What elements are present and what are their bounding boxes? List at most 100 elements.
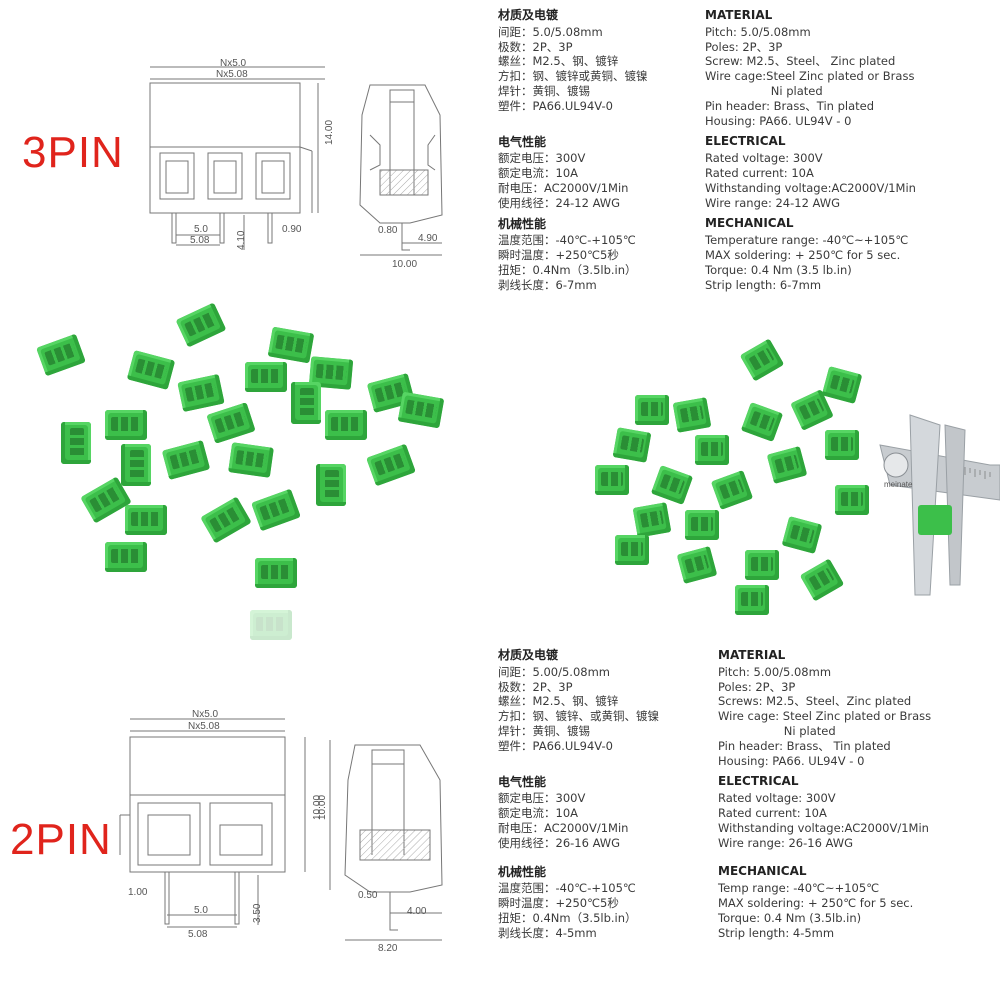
spec-line: 剥线长度：6-7mm (498, 277, 597, 292)
spec-line: Poles: 2P、3P (705, 39, 783, 54)
spec-line: Rated current: 10A (718, 805, 827, 820)
terminal-block (206, 402, 256, 444)
spec-line: Pin header: Brass、 Tin plated (718, 738, 891, 753)
2pin-dim-sidew1: 4.00 (407, 906, 427, 917)
2pin-dim-height: 10.00 (312, 795, 323, 820)
3pin-label: 3PIN (22, 128, 124, 177)
2pin-dim-sidew2: 8.20 (378, 943, 398, 954)
terminal-block (835, 485, 869, 515)
spec-line: 扭矩：0.4Nm（3.5lb.in） (498, 262, 637, 277)
spec-line: Withstanding voltage:AC2000V/1Min (718, 820, 929, 835)
terminal-block (695, 435, 729, 465)
spec-line: MAX soldering: + 250℃ for 5 sec. (705, 247, 901, 262)
spec-line: 塑件：PA66.UL94V-0 (498, 738, 613, 753)
spec-line: 使用线径：24-12 AWG (498, 195, 621, 210)
2pin-dim-pinlen: 3.50 (252, 903, 263, 923)
2pin-dim-top1: Nx5.0 (192, 709, 219, 720)
terminal-block (740, 402, 784, 442)
3pin-en-electrical-heading: ELECTRICAL (705, 134, 786, 149)
terminal-block (766, 446, 808, 484)
spec-line: 间距：5.00/5.08mm (498, 664, 610, 679)
3pin-dim-sidepin: 0.80 (378, 225, 398, 236)
3pin-dim-sidew2: 10.00 (392, 259, 417, 270)
spec-line: 间距：5.0/5.08mm (498, 24, 603, 39)
3pin-en-mechanical-heading: MECHANICAL (705, 216, 794, 231)
3pin-terminals-photo (36, 300, 470, 640)
terminal-block (36, 333, 86, 377)
spec-line: 极数：2P、3P (498, 39, 573, 54)
3pin-dim-pitch2: 5.08 (190, 235, 210, 246)
terminal-block (125, 505, 167, 535)
terminal-block (632, 502, 672, 538)
spec-line: 额定电压：300V (498, 791, 586, 806)
2pin-front-drawing: Nx5.0 Nx5.08 10.00 1.00 5.0 5.08 3.50 (119, 709, 323, 940)
terminal-block (251, 488, 301, 532)
terminal-block (61, 422, 91, 464)
spec-line: 温度范围：-40℃-+105℃ (498, 881, 636, 896)
spec-line: 瞬时温度：+250℃5秒 (498, 248, 619, 263)
spec-line: Screw: M2.5、Steel、 Zinc plated (705, 54, 896, 69)
spec-line: Poles: 2P、3P (718, 679, 796, 694)
spec-line: Wire cage:Steel Zinc plated or Brass (705, 69, 915, 84)
3pin-side-drawing: 0.80 4.90 10.00 (359, 84, 443, 270)
3pin-spec-en: MATERIAL Pitch: 5.0/5.08mm Poles: 2P、3P … (705, 8, 916, 292)
spec-line: 方扣：钢、镀锌或黄铜、镀镍 (498, 69, 648, 84)
terminal-block (228, 442, 274, 478)
2pin-spec-en: MATERIAL Pitch: 5.00/5.08mm Poles: 2P、3P… (718, 648, 931, 940)
terminal-block (255, 558, 297, 588)
terminal-block (745, 550, 779, 580)
terminal-block (672, 397, 712, 433)
spec-line: Pitch: 5.0/5.08mm (705, 24, 811, 39)
terminal-block (735, 585, 769, 615)
2pin-en-mechanical-heading: MECHANICAL (718, 864, 807, 879)
terminal-block (175, 302, 227, 348)
spec-line: 焊针：黄铜、镀锡 (498, 723, 590, 738)
spec-line: Housing: PA66. UL94V - 0 (705, 113, 852, 128)
spec-line: Strip length: 4-5mm (718, 925, 835, 940)
terminal-block (799, 558, 845, 602)
2pin-dim-pitch2: 5.08 (188, 929, 208, 940)
spec-line: Torque: 0.4 Nm (3.5lb.in) (718, 910, 862, 925)
spec-line: Pin header: Brass、Tin plated (705, 98, 875, 113)
spec-line: Rated voltage: 300V (718, 791, 836, 806)
3pin-dim-top2: Nx5.08 (216, 69, 248, 80)
3pin-dim-offset: 0.90 (282, 224, 302, 235)
2pin-cn-material-heading: 材质及电镀 (498, 648, 559, 662)
terminal-block (105, 410, 147, 440)
terminal-block (126, 350, 176, 390)
terminal-block (612, 427, 652, 463)
spec-line: Ni plated (705, 83, 823, 98)
2pin-cn-mechanical-heading: 机械性能 (498, 864, 547, 879)
spec-line: 额定电压：300V (498, 151, 586, 166)
3pin-dim-sidew1: 4.90 (418, 233, 438, 244)
3pin-dim-pitch1: 5.0 (194, 224, 208, 235)
spec-line: 耐电压：AC2000V/1Min (498, 820, 629, 835)
2pin-side-drawing: 10.00 0.50 4.00 8.20 (317, 740, 443, 954)
spec-line: Rated voltage: 300V (705, 151, 823, 166)
spec-line: 扭矩：0.4Nm（3.5lb.in） (498, 910, 637, 925)
caliper: meinate (879, 414, 1000, 596)
spec-line: Strip length: 6-7mm (705, 277, 822, 292)
spec-line: Rated current: 10A (705, 165, 814, 180)
spec-line: 额定电流：10A (498, 166, 578, 181)
spec-line: 焊针：黄铜、镀锡 (498, 83, 590, 98)
spec-line: Wire range: 24-12 AWG (705, 195, 841, 210)
spec-line: Torque: 0.4 Nm (3.5 lb.in) (705, 262, 852, 277)
3pin-front-drawing: Nx5.0 Nx5.08 14.00 5.0 5.08 4.10 0.90 (149, 58, 335, 250)
spec-line: 螺丝：M2.5、钢、镀锌 (498, 694, 619, 709)
terminal-block (595, 465, 629, 495)
terminal-block (325, 410, 367, 440)
terminal-block (105, 542, 147, 572)
terminal-block (781, 516, 823, 554)
spec-line: Temp range: -40℃~+105℃ (718, 881, 880, 896)
spec-line: Ni plated (718, 723, 836, 738)
terminal-block (650, 465, 694, 505)
2pin-label: 2PIN (10, 815, 112, 864)
terminal-block (397, 391, 445, 429)
3pin-dim-top1: Nx5.0 (220, 58, 247, 69)
terminal-block (821, 366, 863, 404)
spec-line: Pitch: 5.00/5.08mm (718, 664, 832, 679)
spec-line: 使用线径：26-16 AWG (498, 835, 621, 850)
spec-line: Withstanding voltage:AC2000V/1Min (705, 180, 916, 195)
caliper-brand: meinate (884, 480, 913, 489)
